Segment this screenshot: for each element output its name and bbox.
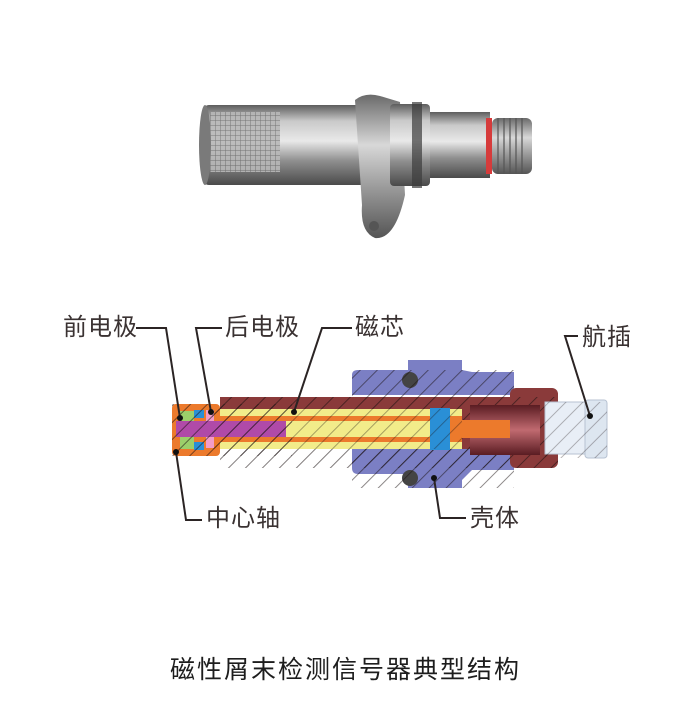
label-rear-electrode: 后电极 <box>225 313 300 341</box>
callout-line-connector <box>563 335 591 417</box>
figure-caption: 磁性屑末检测信号器典型结构 <box>169 655 521 684</box>
callout-dots <box>173 409 593 481</box>
callout-line-rear-electrode <box>194 327 222 413</box>
cross-section-diagram <box>172 360 608 488</box>
label-center-shaft: 中心轴 <box>206 504 281 532</box>
callout-line-housing <box>433 477 466 519</box>
label-front-electrode: 前电极 <box>63 313 138 341</box>
callout-line-magnetic-core <box>293 327 352 413</box>
callout-line-front-electrode <box>136 327 181 419</box>
label-connector: 航插 <box>582 323 632 351</box>
label-magnetic-core: 磁芯 <box>355 313 405 341</box>
label-housing: 壳体 <box>470 504 520 532</box>
callout-lines <box>136 327 591 521</box>
callout-line-center-shaft <box>175 451 202 521</box>
sensor-photo-group <box>199 94 532 239</box>
